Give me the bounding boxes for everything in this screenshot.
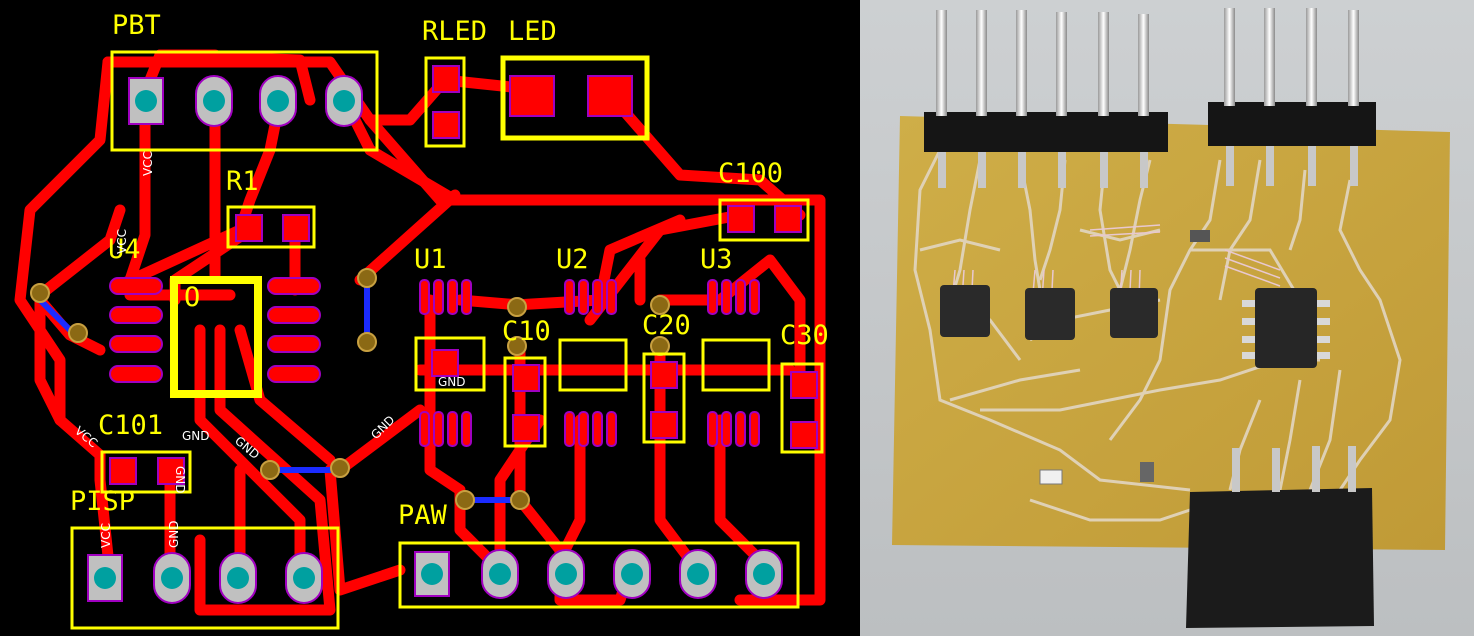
c10-outline [503, 356, 547, 448]
label-pbt: PBT [112, 10, 161, 41]
label-c20: C20 [642, 310, 691, 341]
chip-u4 [1255, 288, 1317, 368]
pcb-layout: PBT RLED LED R1 C100 U4 U1 U2 U3 C10 C20… [14, 10, 829, 630]
paw-outline [398, 541, 800, 609]
label-pisp: PISP [70, 486, 135, 517]
label-led: LED [508, 16, 557, 47]
paw-header-pads [414, 549, 783, 599]
label-c100: C100 [718, 158, 783, 189]
u-ic-pads [419, 279, 760, 447]
top-pin-header-4 [1208, 8, 1376, 186]
bottom-connector [1186, 446, 1374, 628]
c30-outline [780, 362, 824, 454]
label-c10: C10 [502, 316, 551, 347]
board-photo [860, 0, 1474, 636]
c101-outline [100, 450, 192, 494]
net-label-gnd-u1: GND [438, 375, 466, 389]
pbt-header-pads [128, 75, 363, 127]
net-label-vcc-pisp: VCC [99, 523, 113, 548]
led-outline [500, 55, 650, 141]
label-r1: R1 [226, 166, 259, 197]
label-rled: RLED [422, 16, 487, 47]
led-component [1039, 469, 1063, 485]
u4-pin1-marker: O [184, 282, 200, 313]
r1-outline [226, 205, 316, 249]
pisp-header-pads [87, 552, 323, 604]
net-label-vcc-u4: VCC [115, 229, 129, 254]
pbt-outline [110, 50, 379, 152]
label-c101: C101 [98, 410, 163, 441]
net-label-vcc-pbt: VCC [141, 151, 155, 176]
c20-outline [642, 352, 686, 444]
net-label-gnd-c101-pad: GND [173, 466, 187, 494]
header-pads [87, 75, 783, 604]
net-label-gnd-pisp: GND [167, 520, 181, 548]
u4-pads [109, 277, 321, 383]
cap-component [1190, 230, 1210, 242]
chip-u1 [940, 285, 990, 337]
u4-outline [170, 276, 262, 398]
top-pin-header-6 [924, 10, 1168, 188]
silkscreen-labels: PBT RLED LED R1 C100 U4 U1 U2 U3 C10 C20… [70, 10, 829, 531]
label-c30: C30 [780, 320, 829, 351]
net-label-gnd-c101: GND [182, 429, 210, 443]
passive-pads [109, 65, 818, 485]
u3-outline [701, 338, 771, 392]
label-u2: U2 [556, 244, 589, 275]
pisp-outline [70, 526, 340, 630]
u2-outline [558, 338, 628, 392]
chip-u2 [1025, 288, 1075, 340]
label-u1: U1 [414, 244, 447, 275]
label-u3: U3 [700, 244, 733, 275]
u1-outline [414, 336, 486, 392]
passives [1039, 230, 1210, 485]
net-labels: VCC VCC VCC VCC GND GND GND GND GND GND [72, 151, 465, 548]
c100-outline [718, 198, 810, 242]
vias [30, 268, 670, 510]
smd-chips [940, 285, 1330, 368]
rled-outline [424, 56, 466, 148]
resistor-component [1140, 462, 1154, 482]
label-u4: U4 [108, 234, 141, 265]
silkscreen-outlines [70, 50, 824, 630]
chip-u3 [1110, 288, 1158, 338]
label-paw: PAW [398, 500, 448, 531]
